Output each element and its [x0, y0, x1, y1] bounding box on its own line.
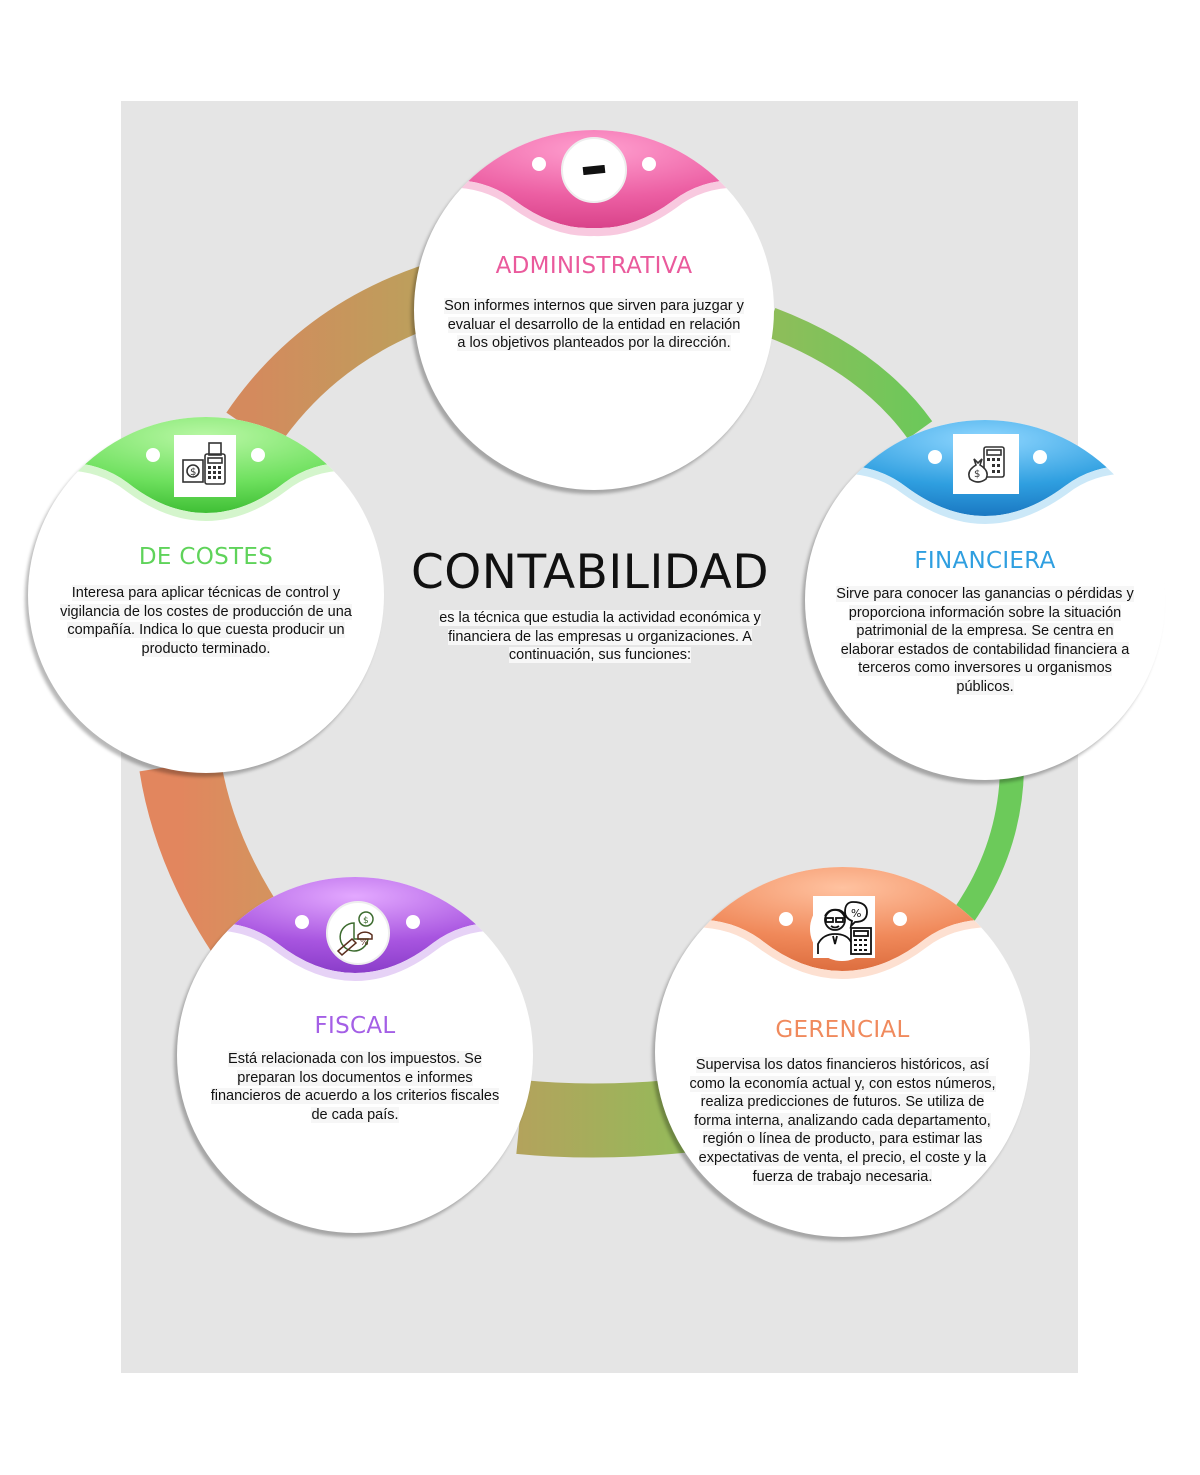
diagram-description: es la técnica que estudia la actividad e…	[439, 610, 761, 664]
diagram-title: CONTABILIDAD	[410, 545, 770, 600]
cash-register-money-icon: $	[180, 439, 230, 489]
node-title: FINANCIERA	[914, 548, 1056, 574]
node-gerencial: % GERENCIAL Supervisa los datos financie…	[655, 867, 1030, 1237]
ring-segment-administrativa-financiera	[764, 307, 933, 439]
svg-text:%: %	[851, 907, 861, 920]
node-administrativa: ADMINISTRATIVA Son informes internos que…	[414, 130, 774, 490]
tax-pie-chart-icon: $ %	[332, 909, 380, 957]
node-title: ADMINISTRATIVA	[495, 253, 693, 279]
node-fiscal: $ % FISCAL Está relacionada con los impu…	[177, 877, 533, 1233]
node-title: GERENCIAL	[775, 1017, 910, 1043]
node-financiera: $ FINANCIERA Sirve para conocer las gana…	[805, 420, 1165, 780]
money-bag-calculator-icon: $	[965, 442, 1009, 486]
node-description: Interesa para aplicar técnicas de contro…	[60, 585, 352, 657]
node-description: Supervisa los datos financieros históric…	[689, 1057, 996, 1185]
ring-segment-costes-administrativa	[226, 262, 450, 448]
node-description: Sirve para conocer las ganancias o pérdi…	[836, 586, 1134, 695]
node-description: Son informes internos que sirven para ju…	[444, 298, 744, 352]
svg-text:%: %	[360, 938, 369, 948]
svg-text:$: $	[190, 467, 196, 478]
accountant-calculator-icon: %	[813, 896, 875, 958]
svg-text:$: $	[974, 469, 980, 480]
node-description: Está relacionada con los impuestos. Se p…	[210, 1051, 500, 1123]
node-title: FISCAL	[314, 1013, 396, 1039]
report-document-icon	[581, 164, 607, 176]
node-de-costes: $ DE COSTES Interesa para aplicar técnic…	[28, 417, 384, 773]
node-title: DE COSTES	[138, 544, 274, 570]
svg-text:$: $	[363, 916, 369, 926]
